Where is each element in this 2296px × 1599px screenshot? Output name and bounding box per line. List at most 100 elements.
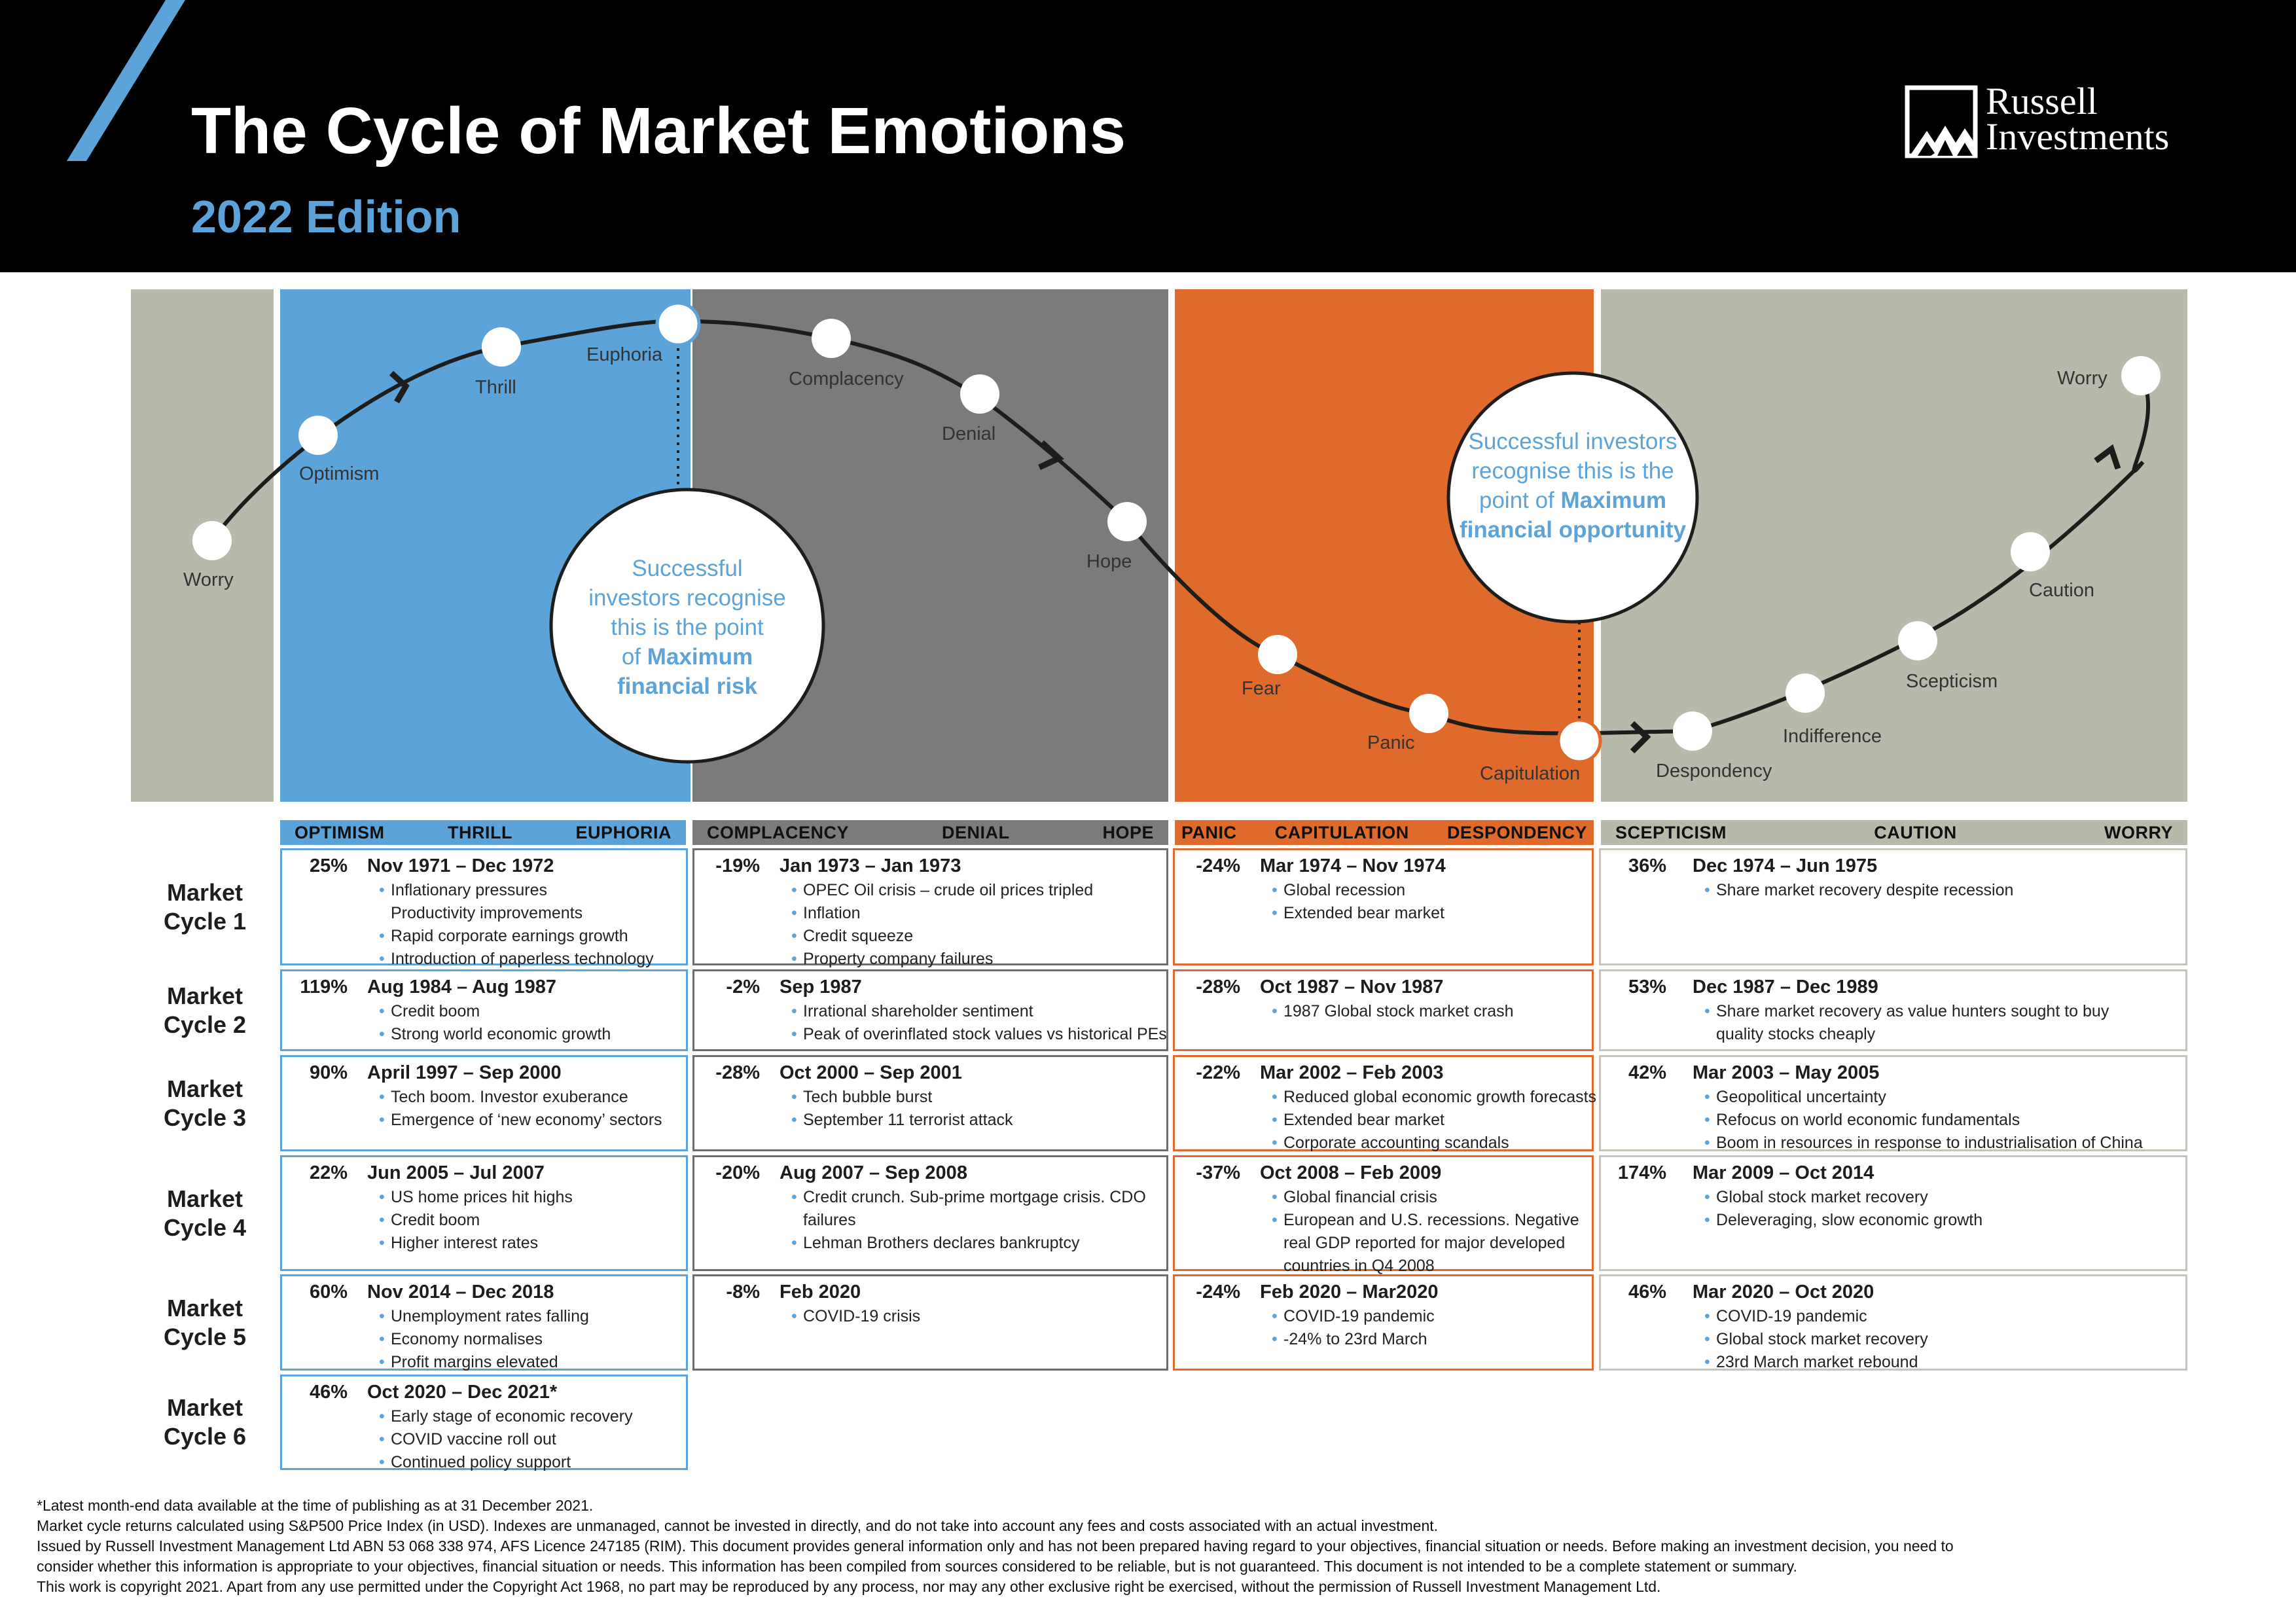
emotion-cycle-diagram [131,289,2187,802]
max-opportunity-callout [1446,371,1699,624]
cycle-return: -37% [1196,1162,1240,1183]
cycle-return: -28% [1196,977,1240,997]
phase-label: CAUTION [1874,822,1957,842]
phase-label: OPTIMISM [295,822,385,842]
callout-line: point of Maximum [1446,486,1699,515]
cycle-event-list: OPEC Oil crisis – crude oil prices tripl… [791,879,1093,971]
node-worry-right [2121,356,2161,395]
cycle-event: Profit margins elevated [379,1351,589,1374]
logo-wordmark: Russell Investments [1986,80,2169,156]
cycle-event: Introduction of paperless technology [379,948,654,971]
footnotes: *Latest month-end data available at the … [37,1496,2262,1597]
node-scepticism [1898,621,1937,660]
cycle-event-list: Credit boomStrong world economic growth [379,1000,611,1046]
arrow-icon [1038,440,1064,471]
cycle-event: Global stock market recovery [1704,1328,1928,1351]
cycle-date-range: Oct 2008 – Feb 2009 [1260,1162,1442,1183]
page-subtitle: 2022 Edition [191,191,461,242]
label-indifference: Indifference [1783,726,1882,747]
cycle-date-range: Oct 2000 – Sep 2001 [780,1062,962,1083]
cycle-event: Higher interest rates [379,1232,573,1255]
phase-header-scepticism: SCEPTICISM CAUTION WORRY [1601,820,2187,845]
cycle-cell: 46%Mar 2020 – Oct 2020COVID-19 pandemicG… [1599,1274,2187,1374]
cycle-date-range: Oct 2020 – Dec 2021* [367,1382,558,1403]
footnote-line: consider whether this information is app… [37,1558,1797,1575]
cycle-cell: -19% Jan 1973 – Jan 1973OPEC Oil crisis –… [692,848,1168,971]
phase-header-optimism: OPTIMISM THRILL EUPHORIA [280,820,686,845]
cycle-event: Irrational shareholder sentiment [791,1000,1167,1023]
cycle-date-range: Mar 2002 – Feb 2003 [1260,1062,1444,1083]
cycle-date-range: Jan 1973 – Jan 1973 [780,855,961,876]
cycle-event-list: COVID-19 crisis [791,1305,920,1328]
node-caution [2011,532,2050,571]
cycle-event: COVID-19 crisis [791,1305,920,1328]
cycle-cell: 60%Nov 2014 – Dec 2018Unemployment rates… [280,1274,688,1374]
cycle-cell: 119%Aug 1984 – Aug 1987Credit boomStrong… [280,969,688,1051]
cycle-return: -8% [726,1282,760,1303]
cycle-date-range: Feb 2020 – Mar2020 [1260,1282,1439,1303]
cycle-return: 174% [1617,1162,1666,1183]
cycle-return: 46% [309,1382,348,1403]
cycle-return: -19% [715,855,760,876]
cycle-date-range: Mar 2020 – Oct 2020 [1693,1282,1874,1303]
market-cycle-label-line: Cycle 5 [163,1323,247,1350]
callout-line: Successful investors [1468,429,1677,454]
node-panic [1409,694,1448,733]
cycle-cell: -2%Sep 1987Irrational shareholder sentim… [692,969,1168,1051]
cycle-event-list: Tech boom. Investor exuberanceEmergence … [379,1086,662,1132]
cycle-return: 53% [1628,977,1666,997]
cycle-event: Continued policy support [379,1451,633,1474]
cycle-event: Early stage of economic recovery [379,1405,633,1428]
cycle-event: Geopolitical uncertainty [1704,1086,2143,1109]
cycle-date-range: Mar 1974 – Nov 1974 [1260,855,1446,876]
node-fear [1258,635,1297,674]
cycle-cell: -8% Feb 2020COVID-19 crisis [692,1274,1168,1371]
cycle-cell: -37%Oct 2008 – Feb 2009Global financial … [1173,1155,1594,1275]
cycle-return: -28% [715,1062,760,1083]
cycle-event: COVID vaccine roll out [379,1428,633,1451]
cycle-event: Unemployment rates falling [379,1305,589,1328]
cycle-return: 42% [1628,1062,1666,1083]
node-denial [960,374,999,414]
callout-line: Successful [632,556,743,581]
callout-line: of Maximum [564,642,810,672]
cycle-event-list: Reduced global economic growth forecasts… [1272,1086,1596,1155]
market-cycle-label-line: Cycle 4 [163,1213,247,1241]
arrow-icon [389,370,410,404]
callout-line: this is the point [611,615,764,640]
cycle-event-list: Global stock market recoveryDeleveraging… [1704,1186,1982,1232]
label-complacency: Complacency [789,368,904,389]
cycle-cell: 22%Jun 2005 – Jul 2007US home prices hit… [280,1155,688,1271]
cycle-date-range: Oct 1987 – Nov 1987 [1260,977,1444,997]
node-worry-left [192,521,232,560]
label-euphoria: Euphoria [586,344,663,365]
phase-label: CAPITULATION [1274,822,1409,842]
callout-emphasis: Maximum [1560,488,1666,513]
logo-line-1: Russell [1986,80,2098,122]
cycle-event: Extended bear market [1272,1109,1596,1132]
cycle-cell: -20%Aug 2007 – Sep 2008Credit crunch. Su… [692,1155,1168,1271]
node-thrill [482,327,521,367]
cycle-return: -20% [715,1162,760,1183]
cycle-cell: 90%April 1997 – Sep 2000Tech boom. Inves… [280,1055,688,1151]
label-caution: Caution [2029,580,2094,601]
cycle-date-range: Aug 1984 – Aug 1987 [367,977,557,997]
cycle-event-list: US home prices hit highsCredit boomHighe… [379,1186,573,1255]
cycle-date-range: Aug 2007 – Sep 2008 [780,1162,967,1183]
cycle-event: 23rd March market rebound [1704,1351,1928,1374]
cycle-event-list: Geopolitical uncertaintyRefocus on world… [1704,1086,2143,1155]
phase-label: WORRY [2104,822,2173,842]
cycle-event: Peak of overinflated stock values vs his… [791,1023,1167,1046]
cycle-return: 36% [1628,855,1666,876]
cycle-event: Extended bear market [1272,902,1444,925]
cycle-event-list: Unemployment rates fallingEconomy normal… [379,1305,589,1374]
cycle-cell: -22%Mar 2002 – Feb 2003Reduced global ec… [1173,1055,1596,1155]
callout-line: recognise this is the [1471,458,1674,484]
cycle-cell: 174%Mar 2009 – Oct 2014Global stock mark… [1599,1155,2187,1271]
cycle-return: 60% [309,1282,348,1303]
cycle-return: 46% [1628,1282,1666,1303]
phase-label: DESPONDENCY [1446,822,1587,842]
cycle-date-range: Feb 2020 [780,1282,861,1303]
cycle-cell: -28%Oct 2000 – Sep 2001Tech bubble burst… [692,1055,1168,1151]
